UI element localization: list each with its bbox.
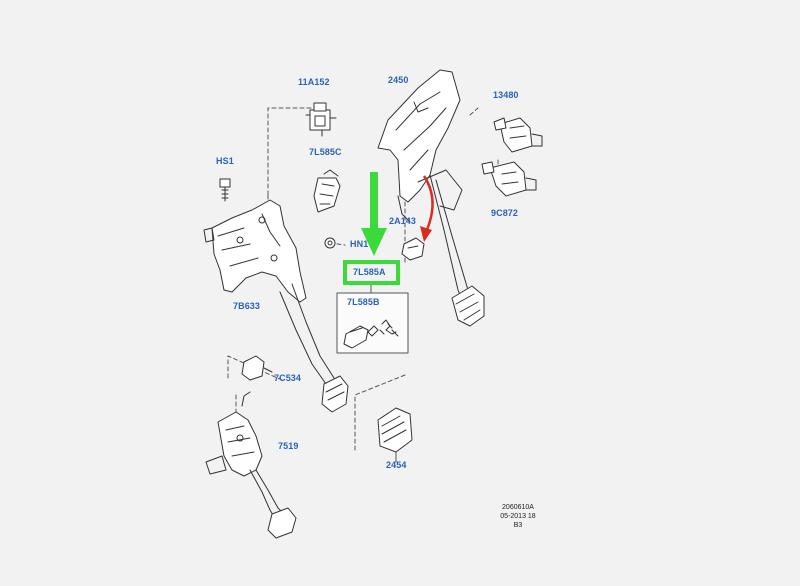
label-2A143: 2A143 bbox=[389, 216, 417, 226]
connector-11A152 bbox=[305, 102, 337, 137]
label-2450: 2450 bbox=[388, 75, 409, 85]
bolt-HS1 bbox=[219, 178, 231, 202]
label-7L585A: 7L585A bbox=[353, 267, 386, 277]
label-HN1: HN1 bbox=[350, 239, 369, 249]
label-7519: 7519 bbox=[278, 441, 299, 451]
label-7C534: 7C534 bbox=[274, 373, 302, 383]
arrow-down-icon bbox=[361, 172, 387, 256]
box-7L585B bbox=[336, 282, 409, 354]
label-7L585B: 7L585B bbox=[347, 297, 380, 307]
bumper-2A143 bbox=[401, 237, 425, 261]
pedal-pad-2454 bbox=[377, 407, 413, 463]
curved-arrow-icon bbox=[420, 175, 434, 242]
label-HS1: HS1 bbox=[216, 156, 234, 166]
dashed-leaders bbox=[227, 107, 499, 451]
reference-line-2: 05-2013 18 bbox=[500, 513, 536, 520]
label-7B633: 7B633 bbox=[233, 301, 261, 311]
reference-line-3: B3 bbox=[513, 522, 523, 529]
label-13480: 13480 bbox=[493, 90, 519, 100]
clip-7L585C bbox=[313, 169, 341, 213]
nut-HN1 bbox=[324, 237, 336, 249]
switch-9C872 bbox=[481, 161, 537, 197]
highlight-box bbox=[343, 260, 400, 285]
label-7L585C: 7L585C bbox=[309, 147, 342, 157]
reference-line-1: 2060610A bbox=[502, 504, 534, 511]
label-9C872: 9C872 bbox=[491, 208, 519, 218]
drawing-reference: 2060610A 05-2013 18 B3 bbox=[496, 503, 540, 530]
pedal-bracket-7B633 bbox=[203, 199, 349, 413]
switch-13480 bbox=[493, 117, 543, 153]
connector-7C534 bbox=[241, 355, 273, 381]
label-2454: 2454 bbox=[386, 460, 407, 470]
bracket-7519 bbox=[205, 391, 297, 539]
pedal-bracket-2450 bbox=[377, 69, 485, 327]
label-11A152: 11A152 bbox=[298, 77, 330, 87]
